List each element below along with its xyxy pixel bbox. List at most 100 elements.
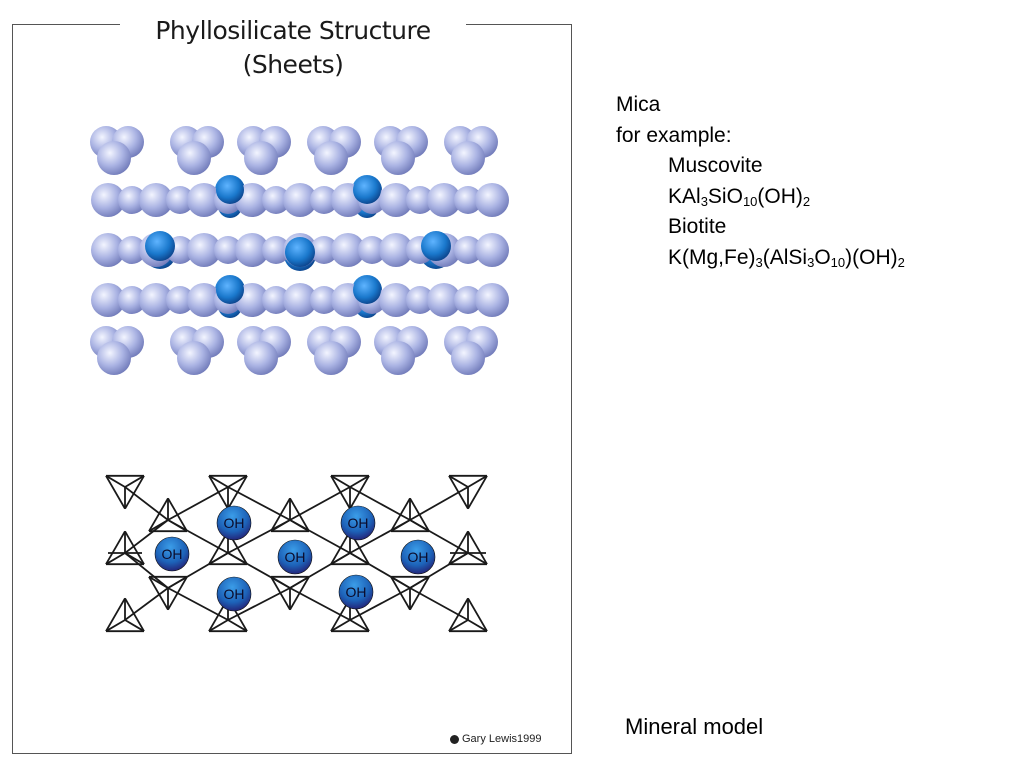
tetrahedron-edge bbox=[124, 475, 145, 510]
formula-subscript: 10 bbox=[830, 254, 846, 270]
formula-text: KAl bbox=[668, 184, 701, 208]
oxygen-sphere bbox=[262, 236, 290, 264]
tetrahedron-edge bbox=[349, 552, 411, 589]
tetrahedron-edge bbox=[167, 519, 229, 554]
formula-subscript: 3 bbox=[755, 254, 763, 270]
tetrahedron-edge bbox=[330, 619, 351, 632]
tetrahedron-edge bbox=[227, 587, 291, 621]
tetrahedron-edge bbox=[409, 552, 469, 589]
tetrahedron-edge bbox=[467, 475, 488, 510]
figure-title-line1: Phyllosilicate Structure bbox=[155, 16, 431, 45]
oxygen-sphere bbox=[406, 186, 434, 214]
cation-sphere bbox=[216, 276, 244, 304]
oxygen-sphere bbox=[314, 341, 348, 375]
tetrahedron-edge bbox=[349, 475, 370, 488]
tetrahedron-edge bbox=[208, 619, 229, 632]
formula-subscript: 3 bbox=[807, 254, 815, 270]
hydroxyl-sphere bbox=[154, 536, 190, 572]
formula-subscript: 2 bbox=[897, 254, 905, 270]
oxygen-sphere bbox=[427, 183, 461, 217]
tetrahedron-edge bbox=[289, 486, 351, 521]
tetrahedron-edge bbox=[289, 552, 351, 589]
space-filling-model bbox=[90, 126, 509, 375]
tetrahedron-edge bbox=[105, 475, 126, 488]
oxygen-sphere bbox=[177, 141, 211, 175]
formula-text: (AlSi bbox=[762, 245, 808, 269]
credit-text: Gary Lewis1999 bbox=[462, 733, 542, 745]
tetrahedron-edge bbox=[448, 619, 469, 632]
hydroxyl-sphere bbox=[338, 574, 374, 610]
oxygen-sphere bbox=[97, 141, 131, 175]
oxygen-sphere bbox=[381, 341, 415, 375]
muscovite-name: Muscovite bbox=[668, 154, 763, 177]
hydroxyl-label: OH bbox=[348, 515, 369, 531]
figure-title: Phyllosilicate Structure (Sheets) bbox=[120, 14, 466, 92]
oxygen-sphere bbox=[91, 233, 125, 267]
oxygen-sphere bbox=[451, 341, 485, 375]
cation-sphere bbox=[421, 231, 451, 261]
tetrahedron-edge bbox=[227, 519, 291, 554]
tetrahedron-edge bbox=[409, 587, 469, 621]
cation-sphere bbox=[285, 237, 315, 267]
oxygen-sphere bbox=[214, 236, 242, 264]
oxygen-sphere bbox=[427, 283, 461, 317]
oxygen-sphere bbox=[187, 183, 221, 217]
hydroxyl-group: OH bbox=[400, 539, 436, 575]
oxygen-sphere bbox=[118, 286, 146, 314]
cation-sphere bbox=[216, 176, 244, 204]
formula-text: (OH) bbox=[757, 184, 803, 208]
formula-subscript: 3 bbox=[700, 193, 708, 209]
hydroxyl-label: OH bbox=[224, 586, 245, 602]
tetrahedron-edge bbox=[105, 597, 126, 632]
oxygen-sphere bbox=[91, 183, 125, 217]
oxygen-sphere bbox=[331, 233, 365, 267]
hydroxyl-label: OH bbox=[285, 549, 306, 565]
tetrahedron-edge bbox=[124, 519, 169, 554]
oxygen-sphere bbox=[97, 341, 131, 375]
tetrahedron-edge bbox=[349, 486, 411, 521]
oxygen-sphere bbox=[118, 186, 146, 214]
formula-text: K(Mg,Fe) bbox=[668, 245, 756, 269]
oxygen-sphere bbox=[244, 141, 278, 175]
cation-sphere bbox=[353, 176, 381, 204]
oxygen-sphere bbox=[91, 283, 125, 317]
tetrahedron-edge bbox=[124, 530, 145, 565]
oxygen-sphere bbox=[187, 283, 221, 317]
tetrahedron-edge bbox=[124, 486, 169, 521]
tetrahedron-edge bbox=[289, 519, 351, 554]
tetrahedron-edge bbox=[124, 552, 169, 589]
hydroxyl-group: OH bbox=[216, 576, 252, 612]
oxygen-sphere bbox=[118, 236, 146, 264]
oxygen-sphere bbox=[475, 233, 509, 267]
tetrahedron-edge bbox=[467, 597, 488, 632]
tetrahedron-edge bbox=[124, 587, 169, 621]
tetrahedron-edge bbox=[409, 519, 469, 554]
tetrahedral-sheet-model: OH OH OH OH OH OH OH bbox=[105, 474, 488, 633]
hydroxyl-group: OH bbox=[338, 574, 374, 610]
tetrahedron-edge bbox=[289, 587, 351, 621]
oxygen-sphere bbox=[139, 183, 173, 217]
oxygen-sphere bbox=[310, 186, 338, 214]
hydroxyl-group: OH bbox=[154, 536, 190, 572]
hydroxyl-sphere bbox=[216, 505, 252, 541]
oxygen-sphere bbox=[454, 286, 482, 314]
muscovite-formula: KAl3SiO10(OH)2 bbox=[616, 182, 905, 213]
oxygen-sphere bbox=[451, 141, 485, 175]
oxygen-sphere bbox=[310, 286, 338, 314]
oxygen-sphere bbox=[358, 236, 386, 264]
info-heading: Mica bbox=[616, 93, 661, 116]
tetrahedron-edge bbox=[124, 619, 145, 632]
tetrahedron-edge bbox=[148, 497, 169, 532]
oxygen-sphere bbox=[262, 186, 290, 214]
tetrahedron-edge bbox=[349, 519, 411, 554]
tetrahedron-edge bbox=[227, 475, 248, 488]
tetrahedron-edge bbox=[105, 552, 126, 565]
oxygen-sphere bbox=[283, 283, 317, 317]
tetrahedron-edge bbox=[227, 619, 248, 632]
hydroxyl-group: OH bbox=[216, 505, 252, 541]
hydroxyl-sphere bbox=[400, 539, 436, 575]
cation-sphere bbox=[353, 276, 381, 304]
formula-text: )(OH) bbox=[845, 245, 898, 269]
formula-subscript: 10 bbox=[742, 193, 758, 209]
